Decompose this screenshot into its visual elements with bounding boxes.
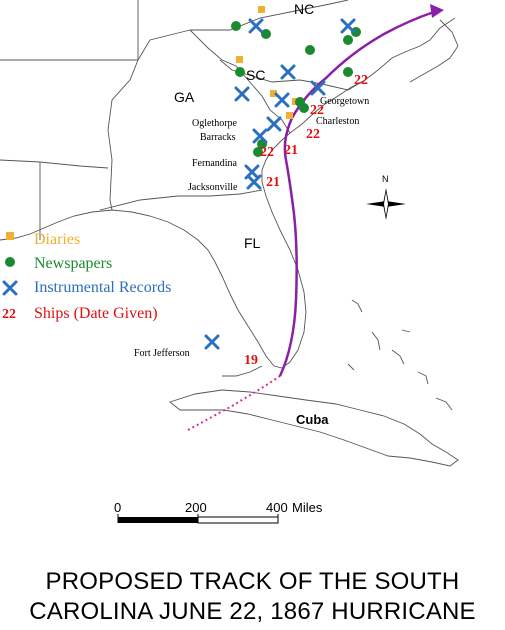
instrumental-marker bbox=[266, 116, 282, 132]
ship-date-label: 22 bbox=[354, 73, 368, 88]
newspaper-marker bbox=[343, 35, 353, 45]
map-title-line2: CAROLINA JUNE 22, 1867 HURRICANE bbox=[29, 598, 476, 625]
state-label-nc: NC bbox=[294, 1, 314, 17]
city-label-jacksonville: Jacksonville bbox=[188, 182, 238, 193]
instrumental-marker bbox=[340, 18, 356, 34]
legend-ship-label: Ships (Date Given) bbox=[34, 305, 158, 322]
coastline bbox=[0, 0, 459, 467]
legend: Diaries Newspapers Instrumental Records … bbox=[2, 231, 171, 322]
instrumental-marker bbox=[310, 80, 326, 96]
instrumental-marker bbox=[204, 334, 220, 350]
state-label-ga: GA bbox=[174, 89, 195, 105]
newspaper-marker bbox=[299, 103, 309, 113]
scale-tick-200: 200 bbox=[185, 500, 207, 515]
legend-newspaper-label: Newspapers bbox=[34, 255, 112, 272]
city-label-fernandina: Fernandina bbox=[192, 158, 238, 169]
compass-rose: N bbox=[366, 174, 406, 220]
hurricane-track-map: NC SC GA FL Georgetown Charleston Ogleth… bbox=[0, 0, 459, 524]
ship-date-label: 22 bbox=[260, 145, 274, 160]
legend-instrumental-label: Instrumental Records bbox=[34, 279, 171, 296]
diary-marker bbox=[286, 112, 293, 119]
city-label-georgetown: Georgetown bbox=[320, 96, 369, 107]
ship-date-label: 21 bbox=[284, 143, 298, 158]
scale-tick-0: 0 bbox=[114, 500, 121, 515]
city-label-charleston: Charleston bbox=[316, 116, 359, 127]
legend-diary-label: Diaries bbox=[34, 231, 80, 248]
newspaper-marker bbox=[343, 67, 353, 77]
ship-date-label: 22 bbox=[306, 127, 320, 142]
instrumental-marker bbox=[248, 18, 264, 34]
diary-markers bbox=[236, 6, 299, 119]
compass-north-label: N bbox=[382, 174, 389, 184]
newspaper-marker bbox=[253, 147, 263, 157]
state-label-sc: SC bbox=[246, 67, 265, 83]
newspaper-marker bbox=[305, 45, 315, 55]
legend-newspaper-symbol bbox=[5, 257, 15, 267]
ship-date-label: 19 bbox=[244, 353, 258, 368]
city-label-fort-jefferson: Fort Jefferson bbox=[134, 348, 190, 359]
country-label-cuba: Cuba bbox=[296, 412, 329, 427]
instrumental-marker bbox=[234, 86, 250, 102]
newspaper-marker bbox=[231, 21, 241, 31]
scale-bar: 0 200 400 Miles bbox=[114, 500, 323, 524]
instrumental-marker bbox=[252, 128, 268, 144]
legend-diary-symbol bbox=[6, 232, 14, 240]
newspaper-marker bbox=[235, 67, 245, 77]
instrumental-marker bbox=[274, 92, 290, 108]
ship-date-label: 22 bbox=[310, 103, 324, 118]
state-label-fl: FL bbox=[244, 235, 261, 251]
instrumental-marker bbox=[280, 64, 296, 80]
instrumental-marker bbox=[246, 174, 262, 190]
diary-marker bbox=[258, 6, 265, 13]
instrumental-markers bbox=[204, 18, 356, 350]
legend-ship-symbol: 22 bbox=[2, 307, 16, 322]
city-label-oglethorpe-line2: Barracks bbox=[200, 132, 236, 143]
scale-tick-400: 400 bbox=[266, 500, 288, 515]
hurricane-track-dotted bbox=[187, 375, 281, 431]
newspaper-markers bbox=[231, 21, 361, 157]
legend-instrumental-symbol bbox=[2, 280, 18, 296]
scale-unit: Miles bbox=[292, 500, 323, 515]
ship-date-label: 21 bbox=[266, 175, 280, 190]
newspaper-marker bbox=[261, 29, 271, 39]
diary-marker bbox=[236, 56, 243, 63]
hurricane-track bbox=[278, 10, 435, 377]
map-title-line1: PROPOSED TRACK OF THE SOUTH bbox=[45, 568, 460, 595]
city-label-oglethorpe-line1: Oglethorpe bbox=[192, 118, 238, 129]
diary-marker bbox=[270, 90, 277, 97]
track-arrowhead bbox=[430, 4, 444, 18]
